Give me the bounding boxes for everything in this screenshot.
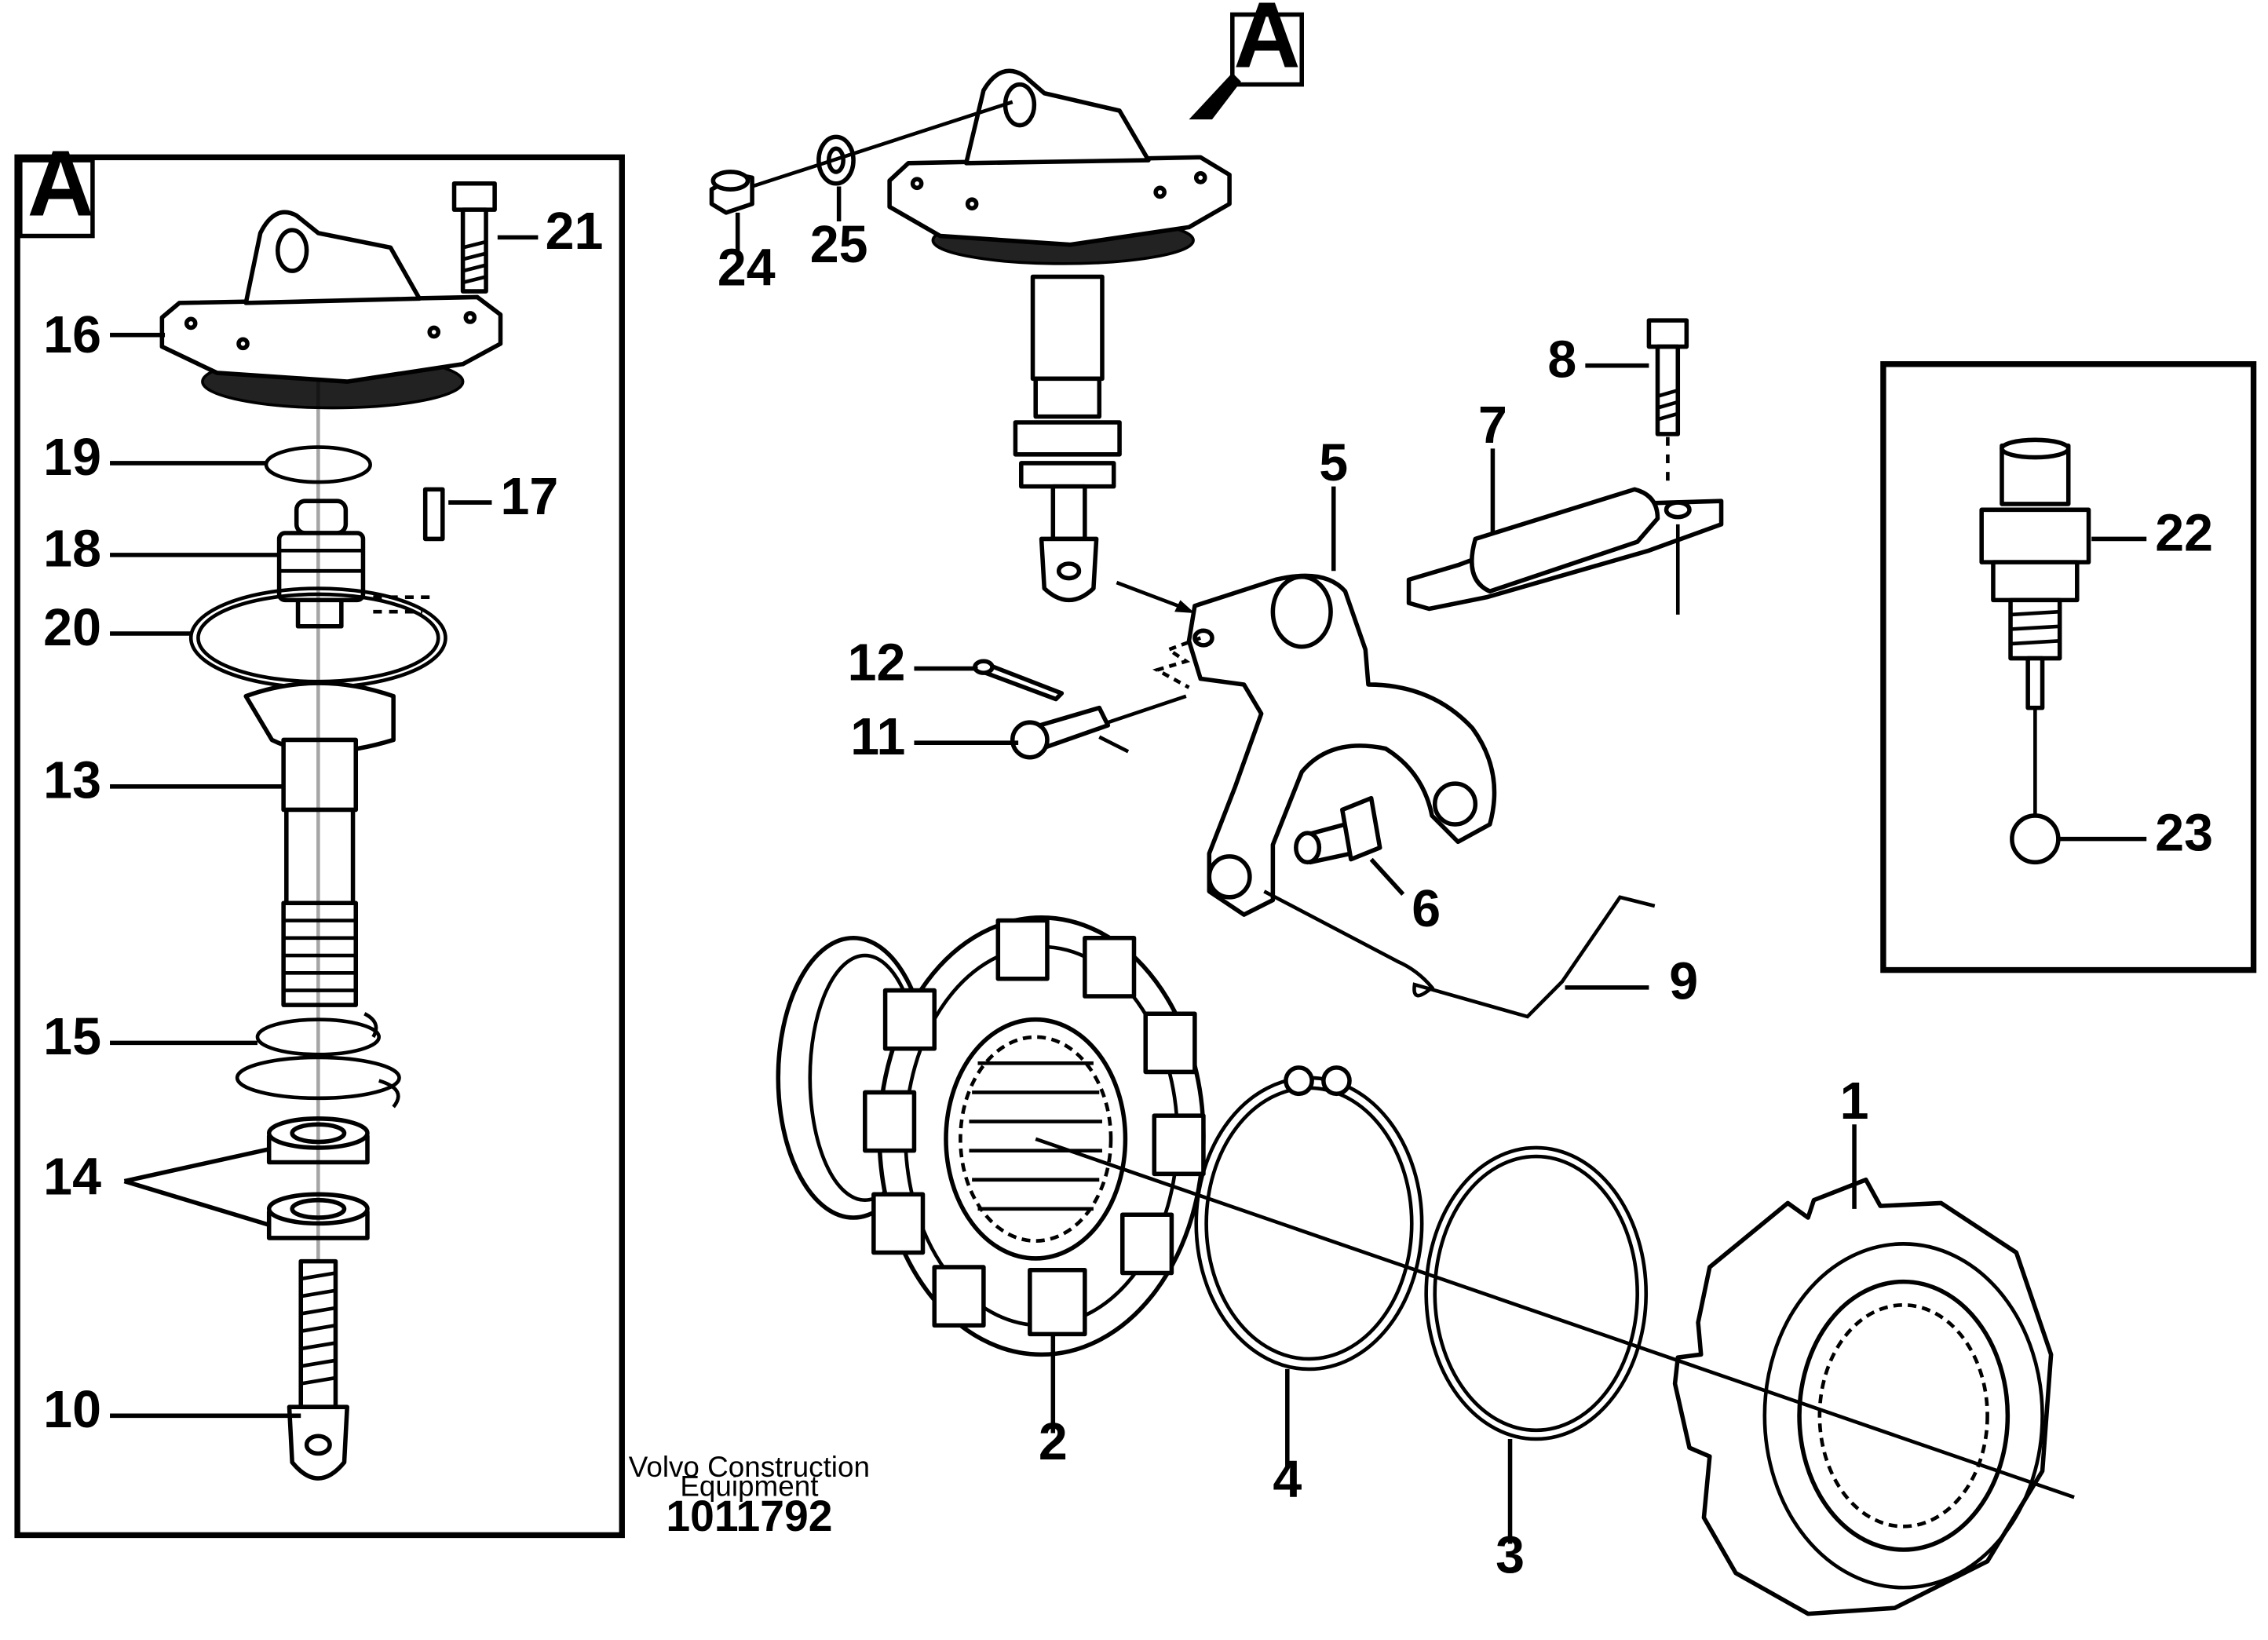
piston-part-18 bbox=[276, 499, 366, 629]
sensor-part-22 bbox=[1979, 437, 2091, 816]
sensor-detail-panel: 22 23 bbox=[1880, 361, 2257, 973]
callout-23: 23 bbox=[2155, 804, 2213, 862]
callout-16: 16 bbox=[43, 306, 101, 364]
callout-17: 17 bbox=[500, 468, 558, 526]
clevis-pin-part-11 bbox=[1010, 694, 1187, 760]
callout-14: 14 bbox=[43, 1148, 101, 1206]
callout-3: 3 bbox=[1496, 1526, 1525, 1584]
callout-21: 21 bbox=[546, 203, 604, 261]
callout-4: 4 bbox=[1273, 1451, 1302, 1509]
shim-ring-part-3 bbox=[1424, 1145, 1649, 1441]
callout-5: 5 bbox=[1319, 434, 1348, 492]
callout-2: 2 bbox=[1039, 1413, 1068, 1471]
callout-20: 20 bbox=[43, 599, 101, 657]
document-number: 1011792 bbox=[666, 1492, 832, 1540]
callout-1: 1 bbox=[1840, 1072, 1869, 1130]
callout-24: 24 bbox=[718, 239, 776, 297]
sliding-sleeve-part-2 bbox=[776, 915, 1206, 1357]
callout-11: 11 bbox=[850, 708, 905, 766]
bolt-part-8 bbox=[1646, 318, 1689, 490]
callout-19: 19 bbox=[43, 429, 101, 487]
callout-22: 22 bbox=[2155, 504, 2213, 562]
coupling-sleeve-part-1 bbox=[1672, 1177, 2054, 1616]
shift-fork-part-5 bbox=[1152, 573, 1497, 917]
nut-part-14-upper bbox=[266, 1116, 370, 1165]
detail-view-letter: A bbox=[27, 132, 94, 236]
housing-part-16 bbox=[159, 210, 503, 410]
callout-13: 13 bbox=[43, 751, 101, 809]
bolt-part-21 bbox=[451, 181, 539, 294]
spring-wire-part-9 bbox=[1263, 889, 1656, 1019]
publisher-line-2: Equipment bbox=[680, 1470, 818, 1502]
callout-15: 15 bbox=[43, 1008, 101, 1066]
callout-10: 10 bbox=[43, 1381, 101, 1439]
pin-part-17 bbox=[422, 487, 445, 542]
plug-part-24 bbox=[709, 170, 754, 215]
nut-part-14-lower bbox=[266, 1192, 370, 1240]
callout-8: 8 bbox=[1547, 331, 1576, 389]
detail-view-a-panel: A bbox=[14, 132, 625, 1539]
callout-7: 7 bbox=[1478, 396, 1507, 455]
linkage-rod-part-7 bbox=[1406, 487, 1724, 615]
callout-9: 9 bbox=[1669, 952, 1698, 1010]
callout-12: 12 bbox=[848, 634, 906, 692]
callout-6: 6 bbox=[1412, 880, 1441, 938]
publisher-line-1: Volvo Construction bbox=[629, 1451, 870, 1483]
callout-18: 18 bbox=[43, 520, 101, 578]
top-housing-assembly: A 24 25 bbox=[709, 0, 1304, 614]
callout-25: 25 bbox=[810, 216, 868, 274]
shaft-part-13 bbox=[243, 681, 396, 1007]
spring-part-15 bbox=[235, 1012, 401, 1109]
eye-bolt-part-10 bbox=[287, 1258, 349, 1481]
reference-letter-a: A bbox=[1233, 0, 1300, 87]
circlip-part-4 bbox=[1194, 1065, 1424, 1372]
ball-part-23 bbox=[2010, 813, 2061, 865]
cotter-pin-part-12 bbox=[973, 659, 1065, 702]
stop-screw-part-6 bbox=[1294, 795, 1382, 865]
